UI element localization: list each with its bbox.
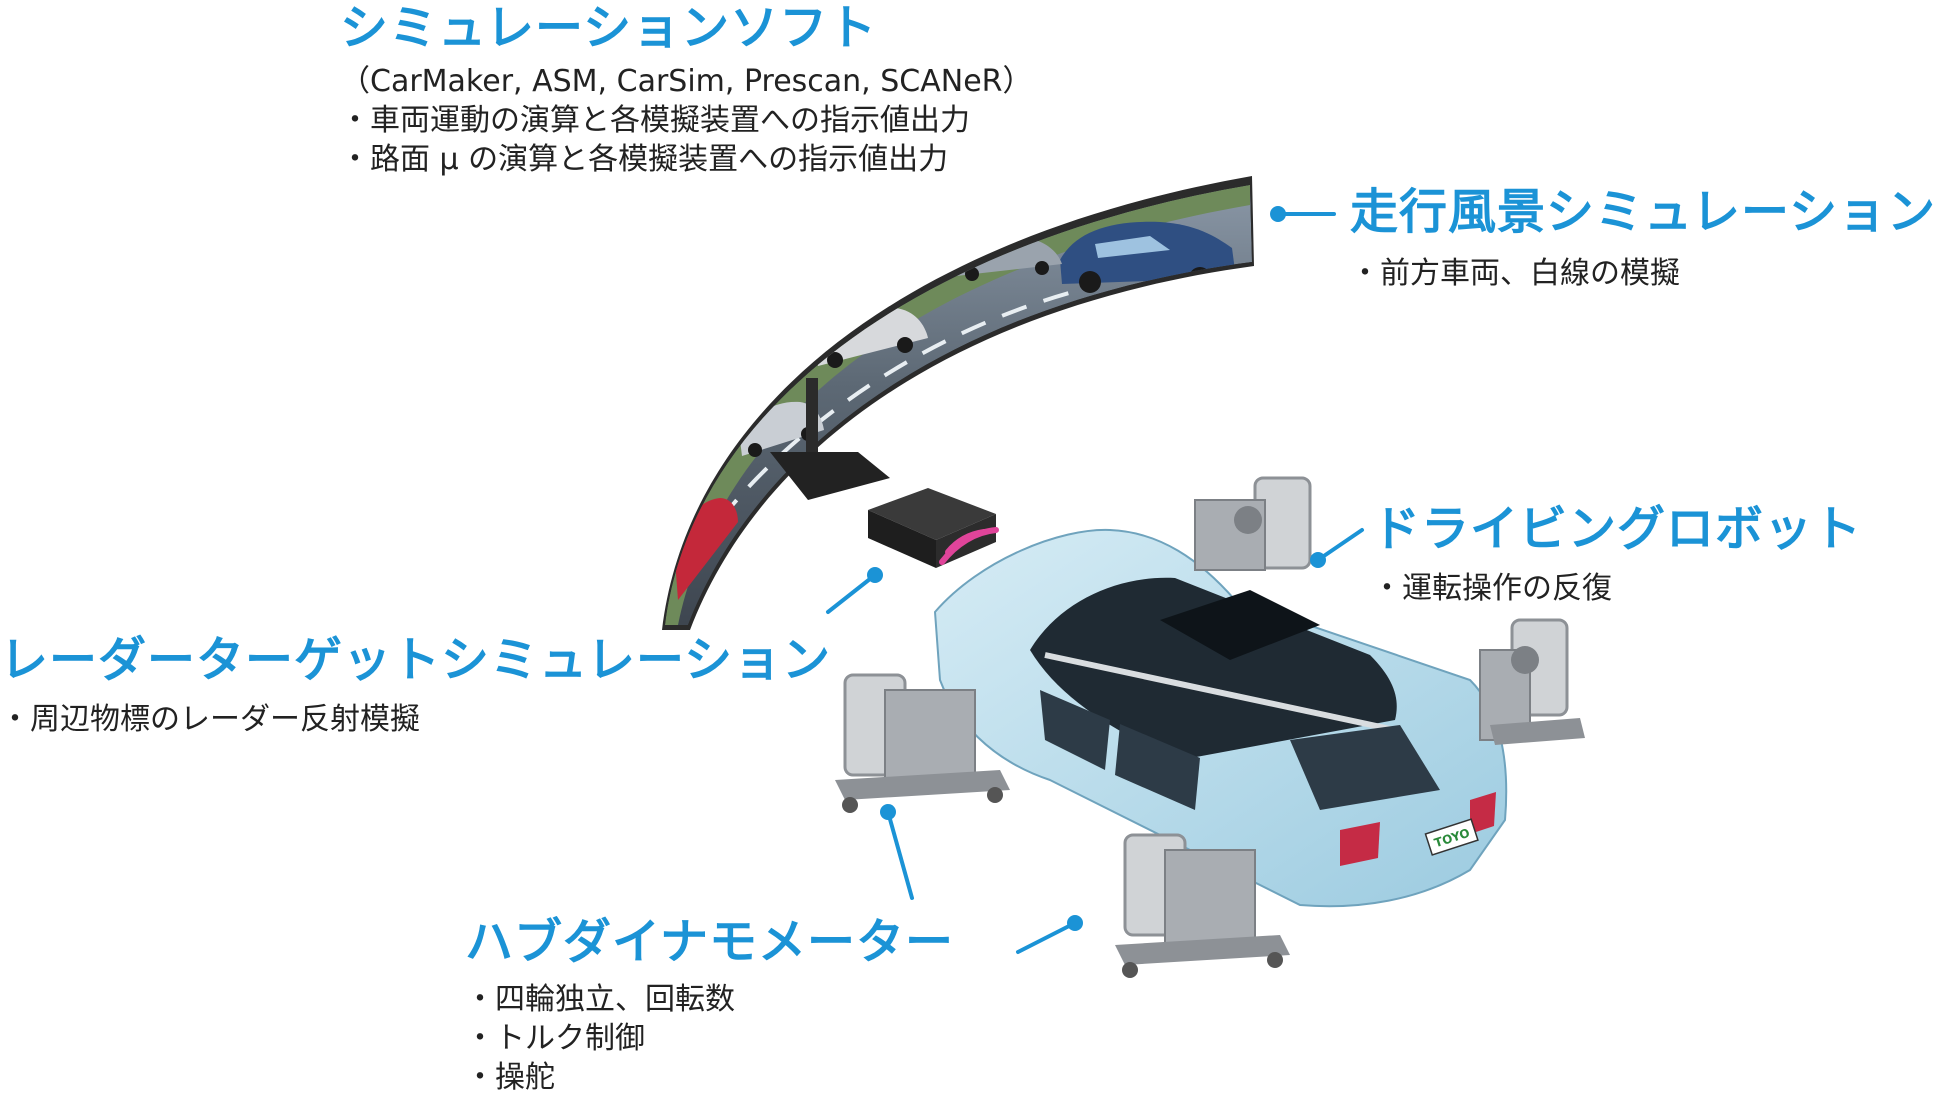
hub-dyno-bullet-1: ・四輪独立、回転数 bbox=[465, 982, 735, 1017]
radar-sim-bullet-1: ・周辺物標のレーダー反射模擬 bbox=[0, 702, 420, 737]
driving-robot-bullet-1: ・運転操作の反復 bbox=[1372, 571, 1612, 606]
hub-dyno-front-left bbox=[835, 673, 1010, 813]
leader-hub-dyno-1 bbox=[880, 804, 914, 900]
leader-robot bbox=[1310, 528, 1364, 568]
leader-scenery bbox=[1270, 206, 1336, 222]
scenery-sim-block: 走行風景シミュレーション ・前方車両、白線の模擬 bbox=[1350, 188, 1936, 293]
hub-dyno-block: ハブダイナモメーター ・四輪独立、回転数 ・トルク制御 ・操舵 bbox=[465, 918, 954, 1097]
hub-dyno-rear-right bbox=[1479, 618, 1585, 745]
sim-software-bullet-2: ・路面 μ の演算と各模擬装置への指示値出力 bbox=[340, 142, 949, 177]
leader-hub-dyno-2 bbox=[1016, 915, 1083, 954]
monitor-stand bbox=[770, 378, 890, 500]
suv-car: TOYO bbox=[933, 528, 1508, 908]
sim-software-products: （CarMaker, ASM, CarSim, Prescan, SCANeR） bbox=[340, 64, 1033, 99]
hub-dyno-title: ハブダイナモメーター bbox=[465, 914, 955, 970]
leader-radar bbox=[826, 567, 883, 614]
hub-dyno-rear-left bbox=[1194, 476, 1312, 571]
roof-rail bbox=[1044, 652, 1396, 733]
radar-sim-block: レーダーターゲットシミュレーション ・周辺物標のレーダー反射模擬 bbox=[0, 636, 831, 739]
radar-sim-title: レーダーターゲットシミュレーション bbox=[0, 632, 832, 688]
sim-software-block: シミュレーションソフト （CarMaker, ASM, CarSim, Pres… bbox=[340, 4, 1033, 179]
sunroof bbox=[1160, 590, 1320, 660]
license-plate: TOYO bbox=[1424, 818, 1479, 856]
radar-target-box bbox=[868, 488, 996, 568]
driving-robot-block: ドライビングロボット ・運転操作の反復 bbox=[1372, 505, 1862, 608]
hub-dyno-bullet-2: ・トルク制御 bbox=[465, 1021, 645, 1056]
scenery-sim-title: 走行風景シミュレーション bbox=[1350, 184, 1937, 240]
hub-dyno-bullet-3: ・操舵 bbox=[465, 1060, 555, 1095]
hub-dyno-front-right bbox=[1115, 833, 1290, 978]
driving-robot-title: ドライビングロボット bbox=[1372, 501, 1863, 557]
wireless-signal-icon bbox=[939, 527, 999, 565]
sim-software-bullet-1: ・車両運動の演算と各模擬装置への指示値出力 bbox=[340, 103, 970, 138]
scenery-sim-bullet-1: ・前方車両、白線の模擬 bbox=[1350, 256, 1680, 291]
sim-software-title: シミュレーションソフト bbox=[340, 0, 878, 56]
